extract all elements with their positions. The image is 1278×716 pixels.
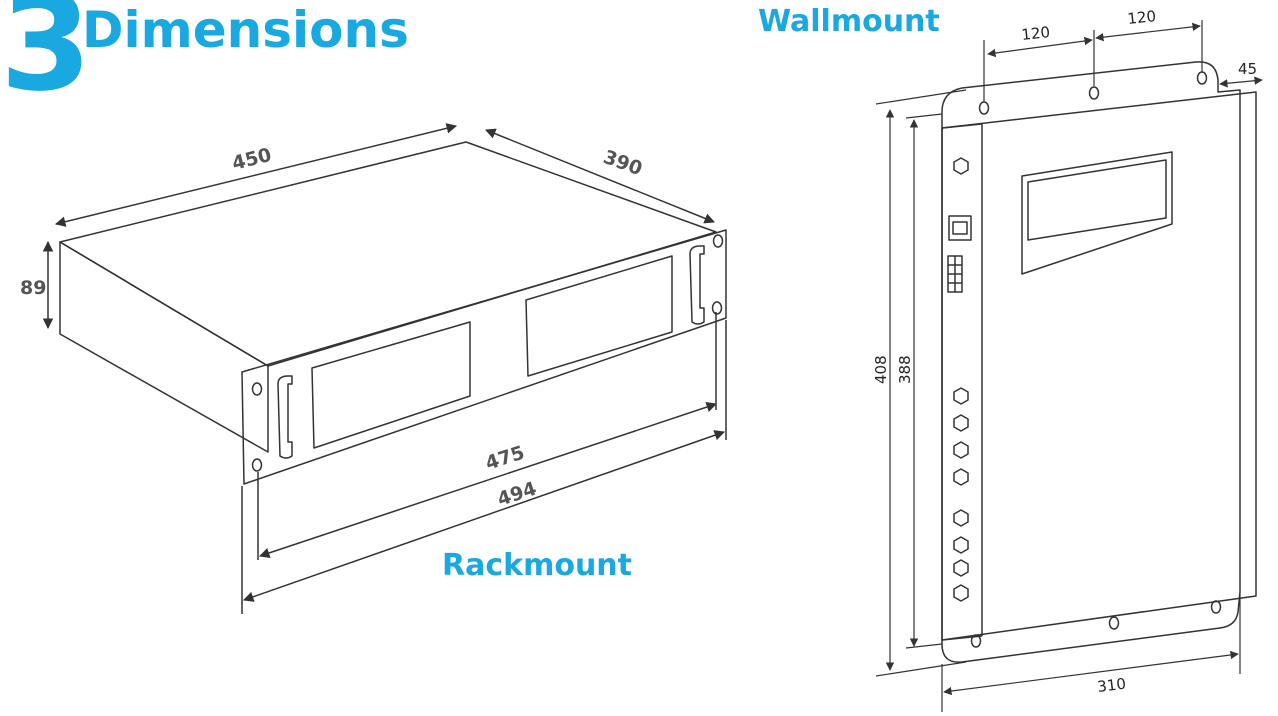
dim-label-494: 494 <box>495 478 540 511</box>
cable-gland-icon <box>953 157 969 175</box>
wall-hole <box>1196 71 1208 85</box>
wall-backplate <box>941 61 1241 663</box>
dim-line-390 <box>485 128 715 224</box>
dim-line-45 <box>1219 76 1263 88</box>
dim-label-408: 408 <box>872 355 890 384</box>
rack-window-right <box>525 255 673 377</box>
rack-hole <box>711 301 723 315</box>
cable-gland-icon <box>953 441 969 459</box>
rack-handle-left <box>277 375 293 459</box>
dim-line-310 <box>943 650 1239 696</box>
dim-label-450: 450 <box>230 144 274 175</box>
rack-window-left <box>311 321 471 449</box>
cable-gland-icon <box>953 559 969 577</box>
cable-gland-icon <box>953 509 969 527</box>
rack-hole <box>251 382 263 396</box>
dim-line-120-b <box>1095 22 1201 42</box>
dim-label-390: 390 <box>600 146 645 180</box>
rack-hole <box>712 234 724 248</box>
dim-label-388: 388 <box>896 355 914 384</box>
section-number: 3 <box>0 0 92 121</box>
wall-hole <box>1108 616 1120 630</box>
dim-line-494 <box>243 430 725 602</box>
ethernet-port-icon <box>952 221 968 235</box>
wall-box-outline <box>941 91 1257 641</box>
section-title: Dimensions <box>82 1 409 59</box>
ethernet-port-icon <box>948 215 972 241</box>
wallmount-dimension-labels: 120 120 45 408 388 310 <box>872 7 1257 696</box>
dim-line-120-a <box>987 36 1093 58</box>
cable-gland-icon <box>953 468 969 486</box>
wall-box-edge <box>941 123 983 129</box>
wall-display-inner <box>1027 159 1167 241</box>
dim-label-89: 89 <box>20 277 46 299</box>
dim-label-120-a: 120 <box>1021 23 1051 44</box>
cable-gland-icon <box>953 584 969 602</box>
wall-hole <box>970 634 982 648</box>
rackmount-dimension-lines <box>42 123 727 614</box>
rack-hole <box>251 458 263 472</box>
extension-line <box>875 89 967 105</box>
cable-gland-icon <box>953 536 969 554</box>
cable-gland-icon <box>953 414 969 432</box>
extension-line <box>905 113 943 119</box>
extension-line <box>905 643 943 649</box>
wall-hole <box>978 101 990 115</box>
dim-line-450 <box>54 123 458 227</box>
rackmount-unit <box>59 141 727 485</box>
rack-top-face <box>59 141 717 367</box>
wallmount-label: Wallmount <box>758 4 940 39</box>
wall-hole <box>1210 600 1222 614</box>
dim-label-45: 45 <box>1238 60 1257 78</box>
rackmount-dimension-labels: 450 390 89 475 494 <box>20 144 645 511</box>
dim-label-310: 310 <box>1096 675 1127 696</box>
dim-line-475 <box>259 402 717 558</box>
cable-gland-icon <box>953 387 969 405</box>
wall-display-outer <box>1021 151 1173 275</box>
wallmount-dimension-lines <box>875 20 1263 712</box>
dim-label-120-b: 120 <box>1127 7 1157 28</box>
rack-side-face <box>59 241 269 453</box>
wallmount-unit <box>941 61 1257 663</box>
wall-box-edge <box>941 635 983 641</box>
wall-hole <box>1088 86 1100 100</box>
rack-handle-right <box>689 245 705 325</box>
